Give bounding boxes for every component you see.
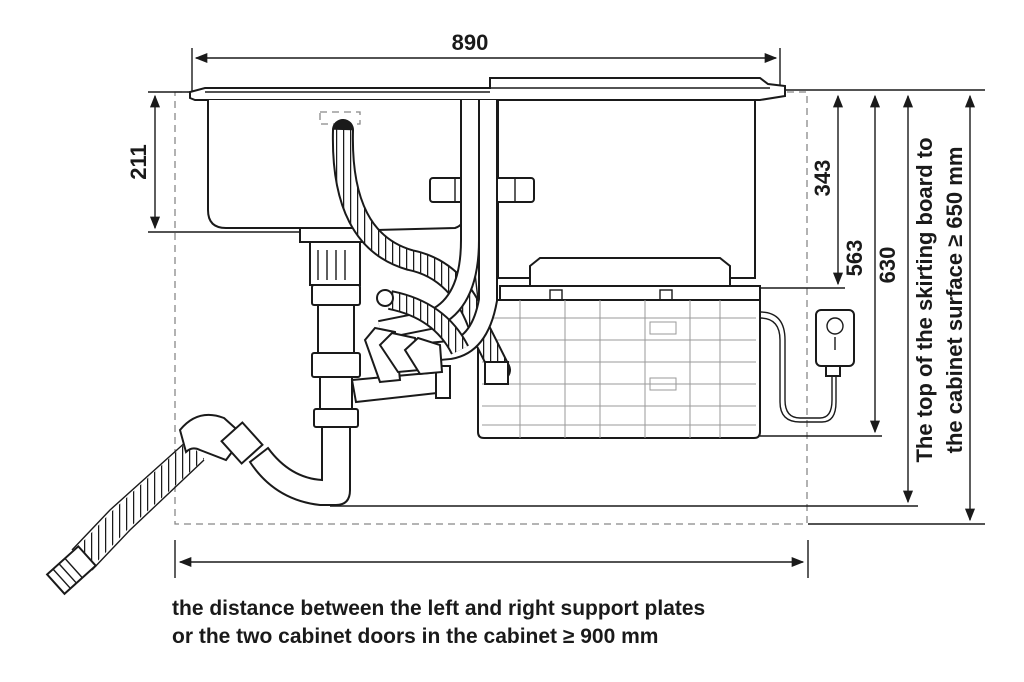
- side-note-line1: The top of the skirting board to: [912, 137, 937, 462]
- dishwasher-hoses: [331, 100, 511, 385]
- dimension-630-label: 630: [875, 247, 900, 284]
- dimension-890: 890: [191, 30, 781, 92]
- dimension-211-label: 211: [126, 144, 151, 180]
- branch-pipe: [350, 365, 451, 404]
- dimension-343: 343: [810, 94, 844, 286]
- dimension-630: 630: [875, 94, 914, 504]
- corrugated-hose: [45, 414, 264, 596]
- reference-lines: [330, 89, 985, 525]
- power-socket: [759, 309, 855, 423]
- dimension-563: 563: [842, 94, 881, 434]
- caption-line1: the distance between the left and right …: [172, 597, 705, 620]
- lower-tank: [477, 299, 761, 439]
- dimension-890-label: 890: [452, 30, 489, 55]
- side-note-line2: the cabinet surface ≥ 650 mm: [942, 147, 967, 454]
- dimension-650: The top of the skirting board to the cab…: [912, 94, 976, 522]
- drain-assembly: [248, 227, 371, 506]
- dimension-900: [174, 540, 809, 578]
- dimension-563-label: 563: [842, 240, 867, 277]
- caption-line2: or the two cabinet doors in the cabinet …: [172, 625, 658, 648]
- countertop: [189, 77, 786, 101]
- dimension-343-label: 343: [810, 160, 835, 197]
- dimension-211: 211: [126, 91, 300, 233]
